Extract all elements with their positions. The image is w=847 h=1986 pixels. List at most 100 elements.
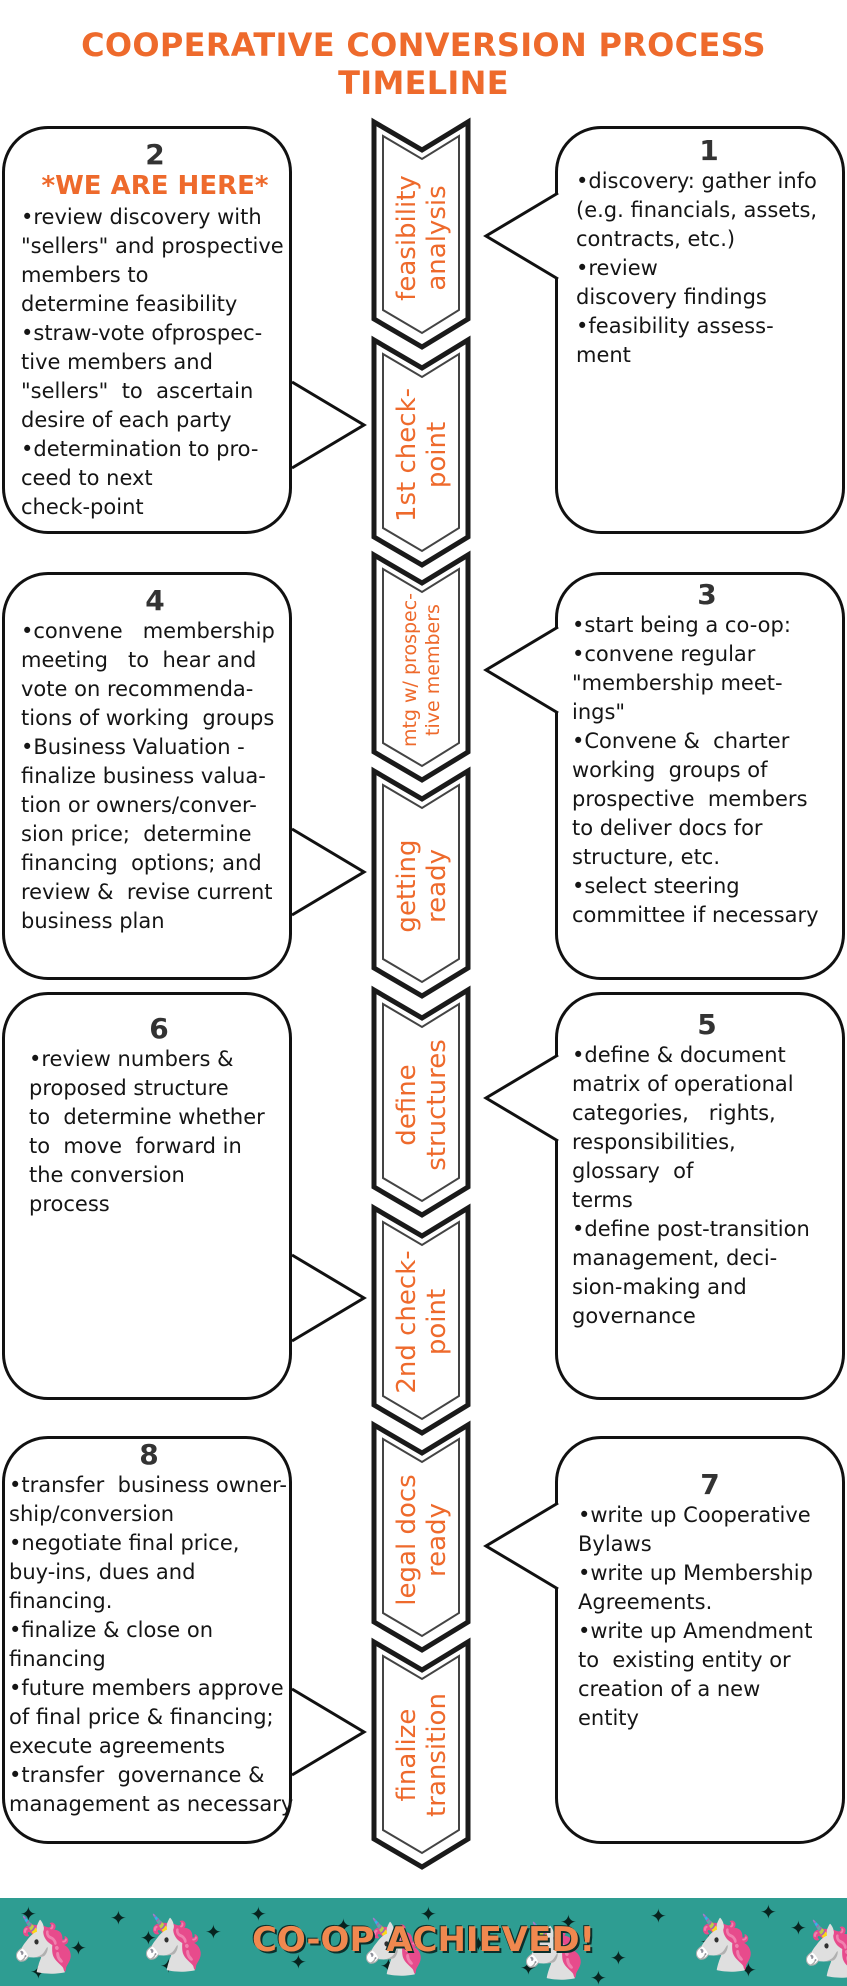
step-line: Agreements. — [578, 1590, 713, 1614]
step-line: discovery findings — [576, 285, 767, 309]
step-line: desire of each party — [21, 408, 232, 432]
sparkle-icon: ✦ — [380, 1954, 397, 1978]
sparkle-icon: ✦ — [160, 1954, 177, 1978]
step-line: •convene regular — [572, 642, 756, 666]
step-line: •define post-transition — [572, 1217, 810, 1241]
step-box-2: 2*WE ARE HERE* •review discovery with "sel… — [2, 126, 292, 534]
step-line: matrix of operational — [572, 1072, 794, 1096]
stage-chevron-inner-3 — [382, 567, 460, 768]
stage-chevron-inner-5 — [382, 1002, 460, 1203]
stage-chevron-inner-2 — [382, 352, 460, 553]
step-line: entity — [578, 1706, 639, 1730]
sparkle-icon: ✦ — [470, 1932, 487, 1956]
step-text: •discovery: gather info(e.g. financials,… — [576, 167, 842, 370]
step-text: •transfer business owner-ship/conversion… — [9, 1471, 294, 1819]
step-line: •define & document — [572, 1043, 786, 1067]
step-line: tive members and — [21, 350, 213, 374]
unicorn-icon: 🦄 — [360, 1915, 428, 1978]
footer-text: CO-OP ACHIEVED! — [251, 1920, 596, 1960]
step-line: ings" — [572, 700, 626, 724]
step-line: •review discovery with — [21, 205, 262, 229]
step-line: •Convene & charter — [572, 729, 790, 753]
bubble-tail — [291, 1687, 367, 1777]
step-line: financing. — [9, 1589, 113, 1613]
step-line: meeting to hear and — [21, 648, 257, 672]
step-line: governance — [572, 1304, 696, 1328]
step-line: •feasibility assess- — [576, 314, 774, 338]
step-number: 3 — [697, 578, 717, 611]
step-text: •start being a co-op: •convene regular "me… — [572, 611, 842, 930]
step-line: tions of working groups — [21, 706, 275, 730]
bubble-tail — [291, 1253, 367, 1343]
step-line: ship/conversion — [9, 1502, 175, 1526]
step-line: creation of a new — [578, 1677, 761, 1701]
step-line: sion price; determine — [21, 822, 252, 846]
step-line: •transfer governance & — [9, 1763, 265, 1787]
step-line: "membership meet- — [572, 671, 783, 695]
page-title: COOPERATIVE CONVERSION PROCESS TIMELINE — [81, 26, 766, 102]
step-line: •negotiate final price, — [9, 1531, 240, 1555]
sparkle-icon: ✦ — [590, 1966, 607, 1986]
stage-label: mtg w/ prospec- tive members — [399, 592, 444, 748]
sparkle-icon: ✦ — [30, 1960, 47, 1984]
bubble-tail — [291, 380, 367, 470]
step-line: •start being a co-op: — [572, 613, 791, 637]
step-line: buy-ins, dues and — [9, 1560, 196, 1584]
stage-chevron-inner-7 — [382, 1437, 460, 1638]
stage-chevron-inner-4 — [382, 783, 460, 984]
stage-chevron-6 — [371, 1203, 471, 1436]
step-box-3: 3•start being a co-op: •convene regular "m… — [555, 572, 845, 980]
sparkle-icon: ✦ — [650, 1904, 667, 1928]
step-line: finalize business valua- — [21, 764, 266, 788]
stage-label: getting ready — [392, 839, 452, 933]
step-line: •Business Valuation - — [21, 735, 245, 759]
stage-chevron-7 — [371, 1420, 471, 1653]
unicorn-icon: 🦄 — [800, 1917, 847, 1980]
bubble-tail — [483, 191, 559, 281]
stage-chevron-5 — [371, 985, 471, 1218]
step-line: tion or owners/conver- — [21, 793, 257, 817]
sparkle-icon: ✦ — [520, 1956, 537, 1980]
step-line: •transfer business owner- — [9, 1473, 287, 1497]
step-line: management as necessary — [9, 1792, 294, 1816]
step-line: execute agreements — [9, 1734, 226, 1758]
step-number: 2 — [145, 138, 165, 171]
step-line: financing — [9, 1647, 106, 1671]
sparkle-icon: ✦ — [290, 1950, 307, 1974]
sparkle-icon: ✦ — [830, 1946, 847, 1970]
sparkle-icon: ✦ — [700, 1930, 717, 1954]
step-line: •finalize & close on — [9, 1618, 214, 1642]
sparkle-icon: ✦ — [420, 1902, 437, 1926]
unicorn-icon: 🦄 — [690, 1911, 758, 1974]
stage-chevron-8 — [371, 1637, 471, 1870]
step-box-8: 8•transfer business owner-ship/conversio… — [2, 1436, 294, 1844]
sparkle-icon: ✦ — [205, 1920, 222, 1944]
step-line: ceed to next — [21, 466, 153, 490]
stage-label: finalize transition — [392, 1693, 452, 1817]
stage-chevron-inner-1 — [382, 134, 460, 335]
step-line: to deliver docs for — [572, 816, 763, 840]
step-line: terms — [572, 1188, 633, 1212]
stage-chevron-3 — [371, 550, 471, 783]
bubble-tail — [483, 625, 559, 715]
step-line: committee if necessary — [572, 903, 819, 927]
step-line: •determination to pro- — [21, 437, 259, 461]
we-are-here-label: *WE ARE HERE* — [41, 171, 269, 201]
step-line: •straw-vote ofprospec- — [21, 321, 263, 345]
footer-banner: ✦✦✦✦✦✦✦✦✦✦✦✦✦✦✦✦✦✦✦✦✦✦✦🦄🦄🦄🦄🦄🦄 CO-OP ACHI… — [0, 1898, 847, 1986]
unicorn-icon: 🦄 — [140, 1911, 208, 1974]
bubble-tail — [483, 1501, 559, 1591]
stage-chevron-4 — [371, 766, 471, 999]
step-line: (e.g. financials, assets, — [576, 198, 818, 222]
step-line: vote on recommenda- — [21, 677, 254, 701]
step-line: •future members approve — [9, 1676, 284, 1700]
unicorn-icon: 🦄 — [520, 1919, 588, 1982]
step-line: "sellers" and prospective — [21, 234, 284, 258]
sparkle-icon: ✦ — [140, 1926, 157, 1950]
step-number: 6 — [149, 1012, 169, 1045]
bubble-tail — [483, 1053, 559, 1143]
step-line: ment — [576, 343, 631, 367]
